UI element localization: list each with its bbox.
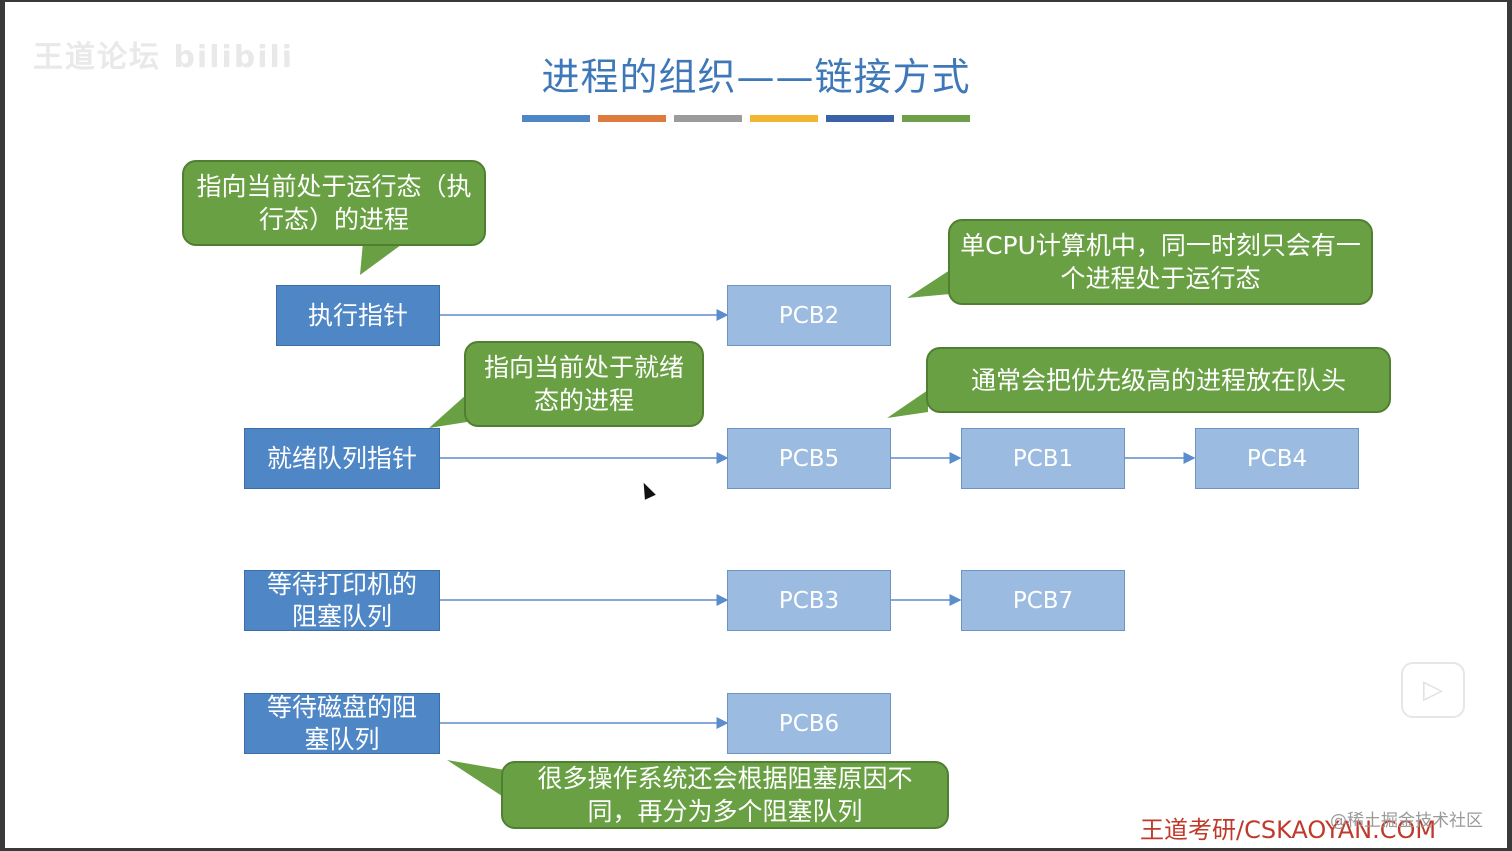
exec-pointer-box: 执行指针 — [276, 285, 440, 346]
disk-block-queue-box: 等待磁盘的阻塞队列 — [244, 693, 440, 754]
callout-tail-exec — [360, 242, 405, 275]
pcb-box-pcb4: PCB4 — [1195, 428, 1359, 489]
callout-priority-head: 通常会把优先级高的进程放在队头 — [926, 347, 1391, 413]
pcb-box-pcb2: PCB2 — [727, 285, 891, 346]
title-color-bar — [674, 115, 742, 122]
pcb-box-pcb7: PCB7 — [961, 570, 1125, 631]
play-button-icon[interactable]: ▷ — [1401, 662, 1465, 718]
slide-title: 进程的组织——链接方式 — [541, 55, 971, 99]
footer-brand: 王道考研/CSKAOYAN.COM — [1140, 816, 1437, 844]
callout-exec-pointer-desc: 指向当前处于运行态（执行态）的进程 — [182, 160, 486, 246]
callout-ready-pointer-desc: 指向当前处于就绪态的进程 — [464, 341, 704, 427]
pcb-box-pcb6: PCB6 — [727, 693, 891, 754]
pcb-box-pcb1: PCB1 — [961, 428, 1125, 489]
title-color-bar — [902, 115, 970, 122]
title-color-bar — [522, 115, 590, 122]
callout-tail-block-reason — [447, 760, 505, 798]
title-color-bar — [750, 115, 818, 122]
corner-watermark: @稀土掘金技术社区 — [1330, 811, 1483, 831]
callout-single-cpu: 单CPU计算机中，同一时刻只会有一个进程处于运行态 — [948, 219, 1373, 305]
printer-block-queue-box: 等待打印机的阻塞队列 — [244, 570, 440, 631]
ready-queue-pointer-box: 就绪队列指针 — [244, 428, 440, 489]
pcb-box-pcb5: PCB5 — [727, 428, 891, 489]
title-color-bar — [826, 115, 894, 122]
bilibili-watermark: 王道论坛 bilibili — [33, 40, 295, 75]
connector-layer — [360, 242, 1196, 798]
slide: 王道论坛 bilibili 进程的组织——链接方式 指向当前处于运行态（执行态）… — [5, 2, 1507, 848]
callout-tail-ready — [429, 394, 467, 428]
callout-tail-single-cpu — [907, 270, 950, 298]
pcb-box-pcb3: PCB3 — [727, 570, 891, 631]
callout-tail-priority — [887, 390, 928, 418]
title-color-bar — [598, 115, 666, 122]
callout-block-reason: 很多操作系统还会根据阻塞原因不同，再分为多个阻塞队列 — [501, 761, 949, 829]
